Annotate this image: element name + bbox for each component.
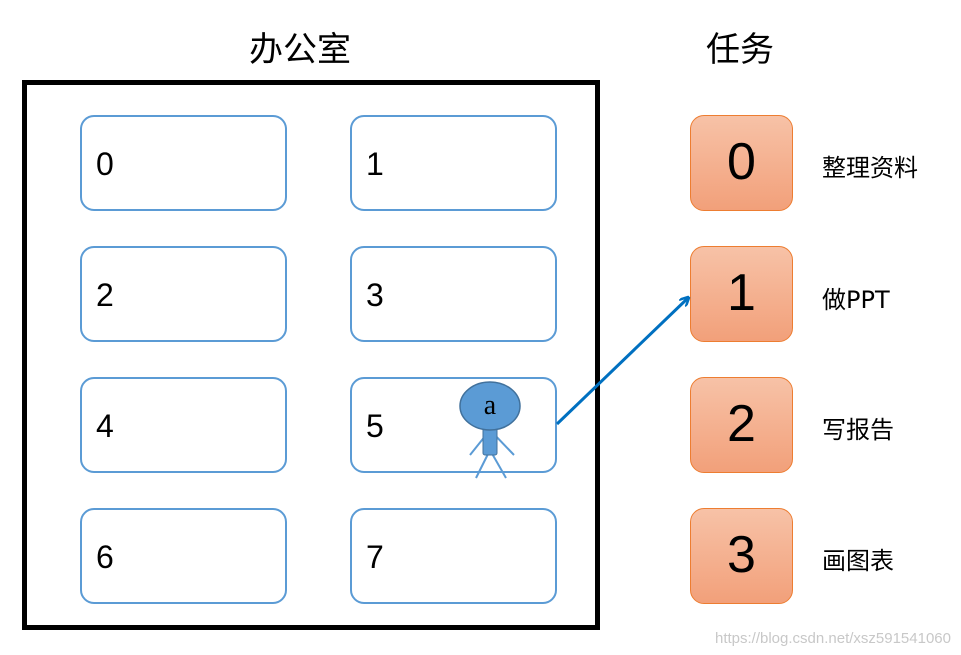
office-title: 办公室 xyxy=(249,30,351,70)
desk-7: 7 xyxy=(350,508,557,604)
task-box-3: 3 xyxy=(690,508,793,604)
desk-7-label: 7 xyxy=(366,539,384,575)
office-frame xyxy=(22,80,600,630)
person-icon: a xyxy=(459,381,521,479)
task-number-2: 2 xyxy=(727,395,756,453)
task-label-2: 写报告 xyxy=(822,416,894,444)
desk-5-label: 5 xyxy=(366,408,384,444)
task-box-2: 2 xyxy=(690,377,793,473)
desk-3: 3 xyxy=(350,246,557,342)
assignment-arrow xyxy=(555,298,688,426)
task-box-1: 1 xyxy=(690,246,793,342)
desk-3-label: 3 xyxy=(366,277,384,313)
person-label: a xyxy=(484,390,497,421)
task-box-0: 0 xyxy=(690,115,793,211)
task-label-3: 画图表 xyxy=(822,547,894,575)
desk-6-label: 6 xyxy=(96,539,114,575)
task-number-1: 1 xyxy=(727,264,756,322)
desk-2-label: 2 xyxy=(96,277,114,313)
desk-0: 0 xyxy=(80,115,287,211)
task-label-1: 做PPT xyxy=(822,286,890,314)
desk-2: 2 xyxy=(80,246,287,342)
desk-1-label: 1 xyxy=(366,146,384,182)
desk-4-label: 4 xyxy=(96,408,114,444)
task-label-0: 整理资料 xyxy=(822,154,918,182)
task-number-3: 3 xyxy=(727,526,756,584)
desk-1: 1 xyxy=(350,115,557,211)
desk-0-label: 0 xyxy=(96,146,114,182)
desk-6: 6 xyxy=(80,508,287,604)
desk-4: 4 xyxy=(80,377,287,473)
task-number-0: 0 xyxy=(727,133,756,191)
task-title: 任务 xyxy=(706,30,774,70)
desk-5: 5 xyxy=(350,377,557,473)
watermark: https://blog.csdn.net/xsz591541060 xyxy=(714,630,951,647)
